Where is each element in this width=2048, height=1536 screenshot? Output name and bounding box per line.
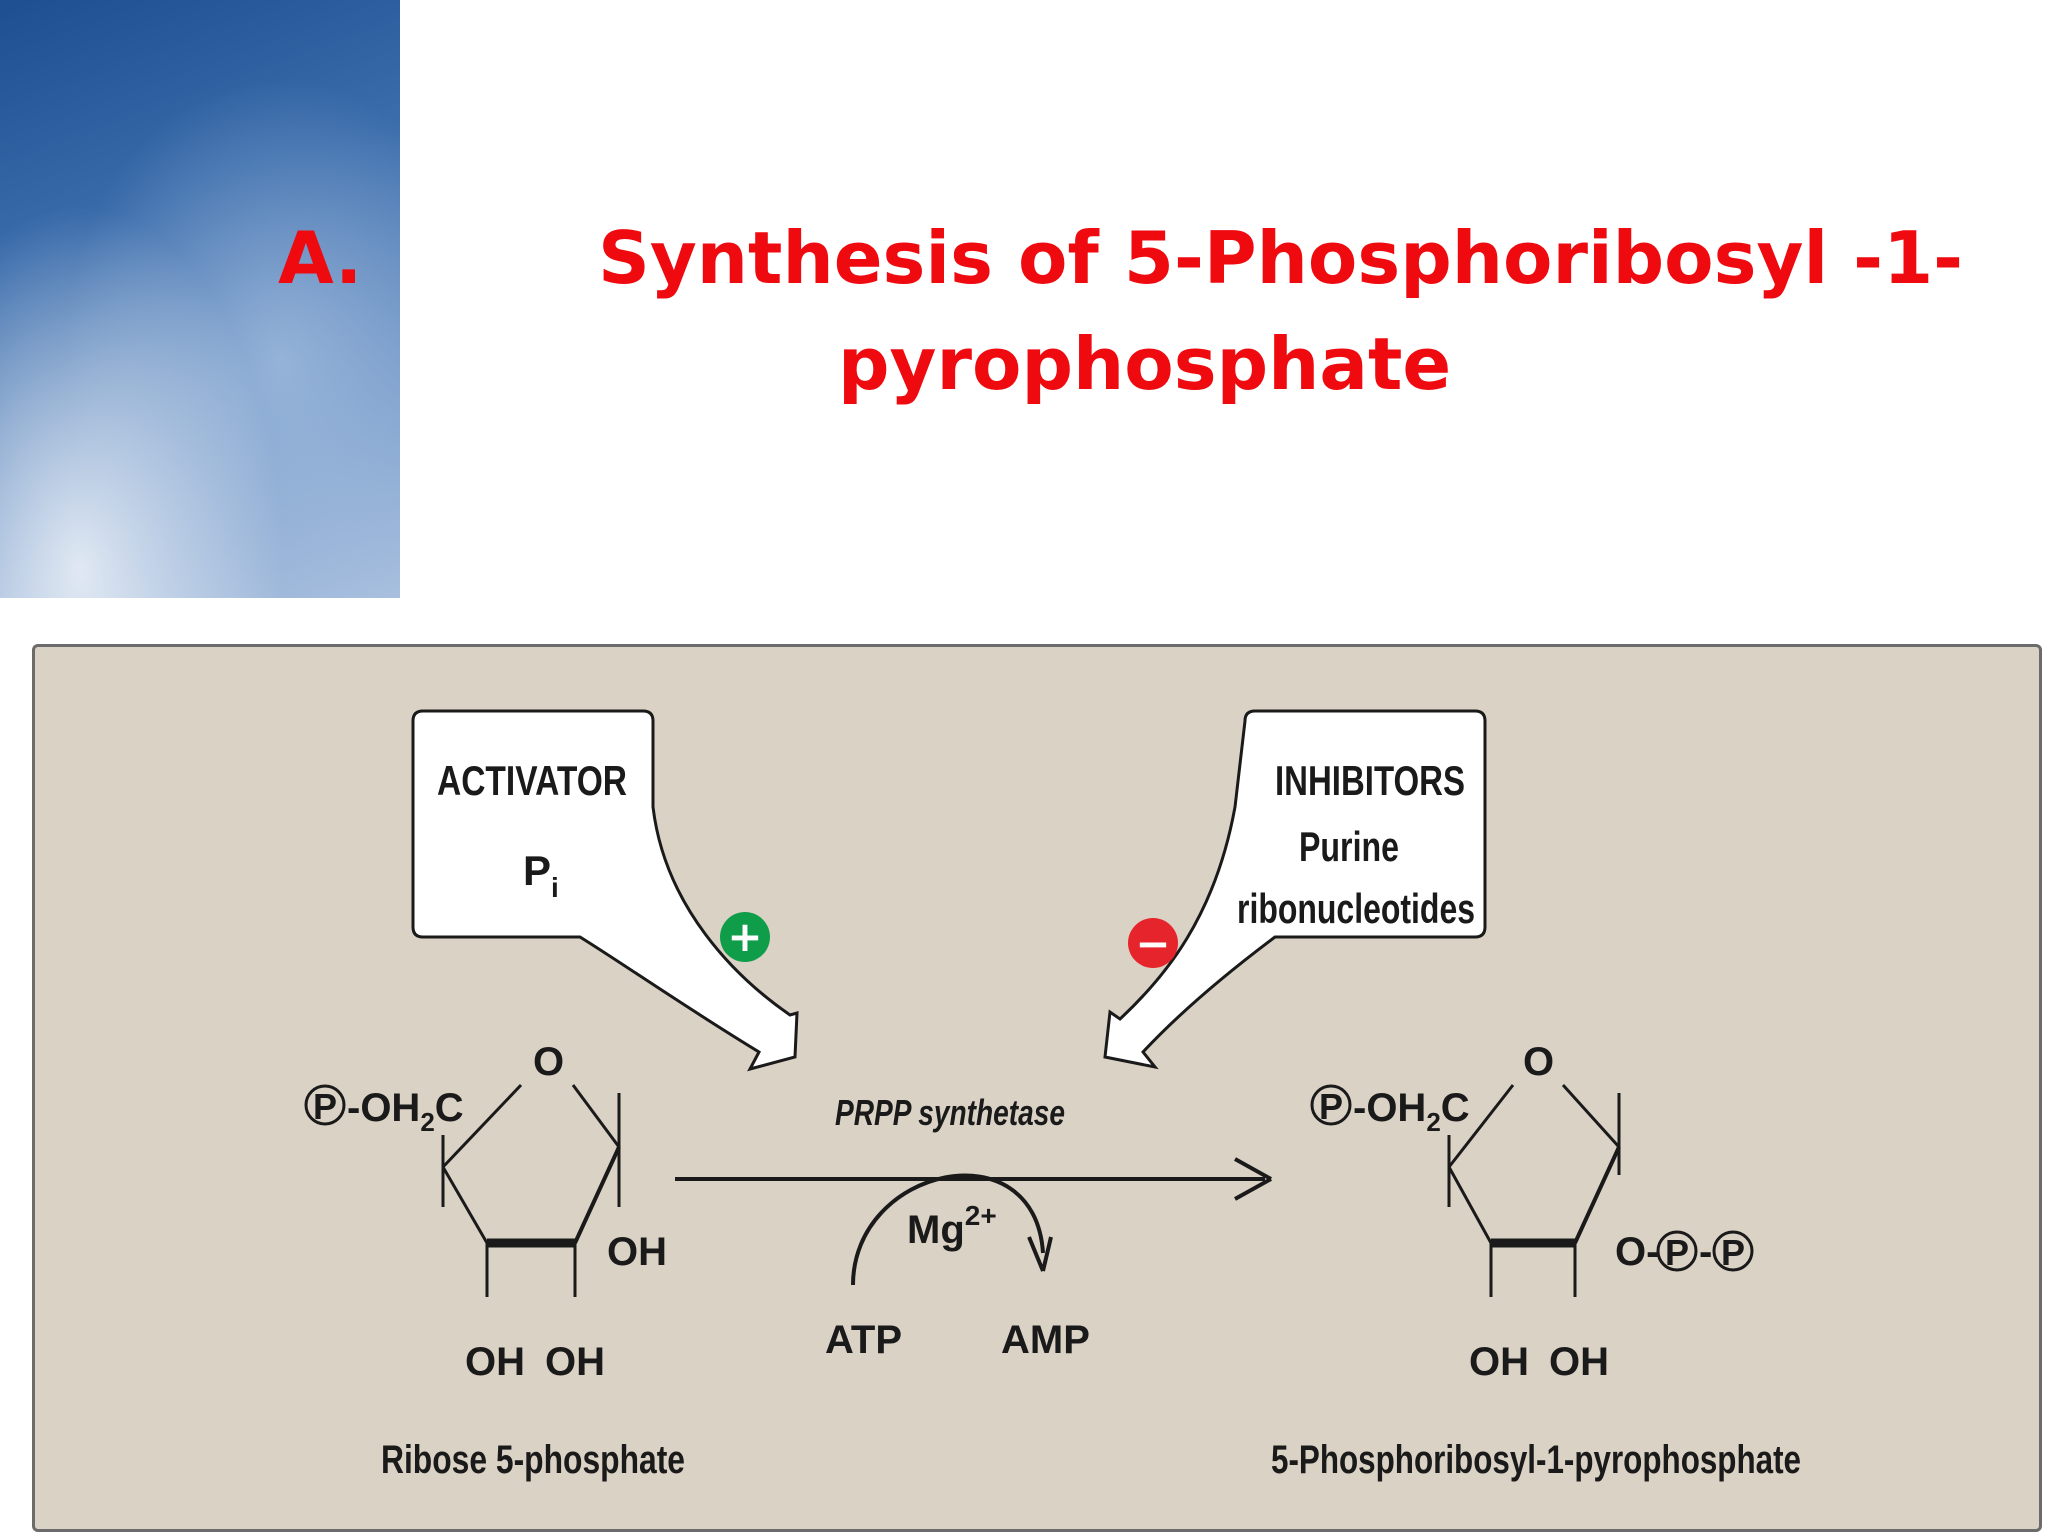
- product-c3-hydroxyl: OH: [1469, 1340, 1529, 1384]
- title-line-1: Synthesis of 5-Phosphoribosyl -1-: [598, 216, 1964, 300]
- product-phosphate-circle: [1310, 1084, 1352, 1126]
- pyrophosphate-p1-label: P: [1665, 1232, 1689, 1273]
- activation-plus-icon: [720, 912, 770, 962]
- substrate-c1-hydroxyl: OH: [607, 1230, 667, 1274]
- substrate-c3-hydroxyl: OH: [465, 1340, 525, 1384]
- substrate-ring-oxygen: O: [533, 1040, 564, 1084]
- inhibitors-line-1: Purine: [1299, 823, 1399, 870]
- inhibitors-heading: INHIBITORS: [1275, 757, 1465, 804]
- title-letter: A.: [278, 216, 363, 300]
- product-ring-oxygen: O: [1523, 1040, 1554, 1084]
- substrate-c2-hydroxyl: OH: [545, 1340, 605, 1384]
- decorative-blue-band: [0, 0, 400, 598]
- inhibitors-callout: [1103, 709, 1487, 1070]
- product-name: 5-Phosphoribosyl-1-pyrophosphate: [1271, 1438, 1801, 1482]
- inhibition-sign: −: [1135, 919, 1170, 968]
- ribose-5-phosphate-structure: P -OH2C O OH OH OH: [304, 1040, 667, 1384]
- diagram-panel: ACTIVATOR Pi + INHIBITORS Purine ribonuc…: [32, 644, 2042, 1532]
- substrate-name: Ribose 5-phosphate: [381, 1438, 685, 1482]
- substrate-phosphate-label: P: [313, 1086, 337, 1127]
- atp-label: ATP: [825, 1318, 902, 1362]
- pyrophosphate-p1-circle: [1656, 1230, 1698, 1272]
- title-line-2: pyrophosphate: [838, 322, 1452, 406]
- reaction-diagram: ACTIVATOR Pi + INHIBITORS Purine ribonuc…: [304, 709, 1801, 1482]
- phosphate-circle: [304, 1084, 346, 1126]
- activator-heading: ACTIVATOR: [437, 757, 627, 804]
- activator-value: Pi: [523, 847, 559, 903]
- cofactor-label: Mg2+: [907, 1200, 997, 1252]
- prpp-structure: P -OH2C O O- P - P OH OH: [1310, 1040, 1754, 1384]
- inhibitors-line-2: ribonucleotides: [1237, 885, 1475, 932]
- atp-amp-curved-arrow: [851, 1173, 1045, 1286]
- product-c2-hydroxyl: OH: [1549, 1340, 1609, 1384]
- atp-amp-arrowhead: [1027, 1236, 1053, 1272]
- pyrophosphate-p2-label: P: [1721, 1232, 1745, 1273]
- amp-label: AMP: [1001, 1318, 1090, 1362]
- reaction-arrowhead: [1234, 1157, 1272, 1201]
- activation-sign: +: [727, 912, 762, 961]
- pyrophosphate-dash: -: [1699, 1230, 1712, 1274]
- enzyme-label: PRPP synthetase: [835, 1092, 1065, 1133]
- inhibition-minus-icon: [1128, 918, 1178, 968]
- product-ch2-label: -OH2C: [1353, 1086, 1470, 1137]
- pyrophosphate-p2-circle: [1712, 1230, 1754, 1272]
- product-phosphate-label: P: [1319, 1086, 1343, 1127]
- activator-callout: [411, 709, 799, 1072]
- product-bridging-oxygen: O-: [1615, 1230, 1659, 1274]
- substrate-ch2-label: -OH2C: [347, 1086, 464, 1137]
